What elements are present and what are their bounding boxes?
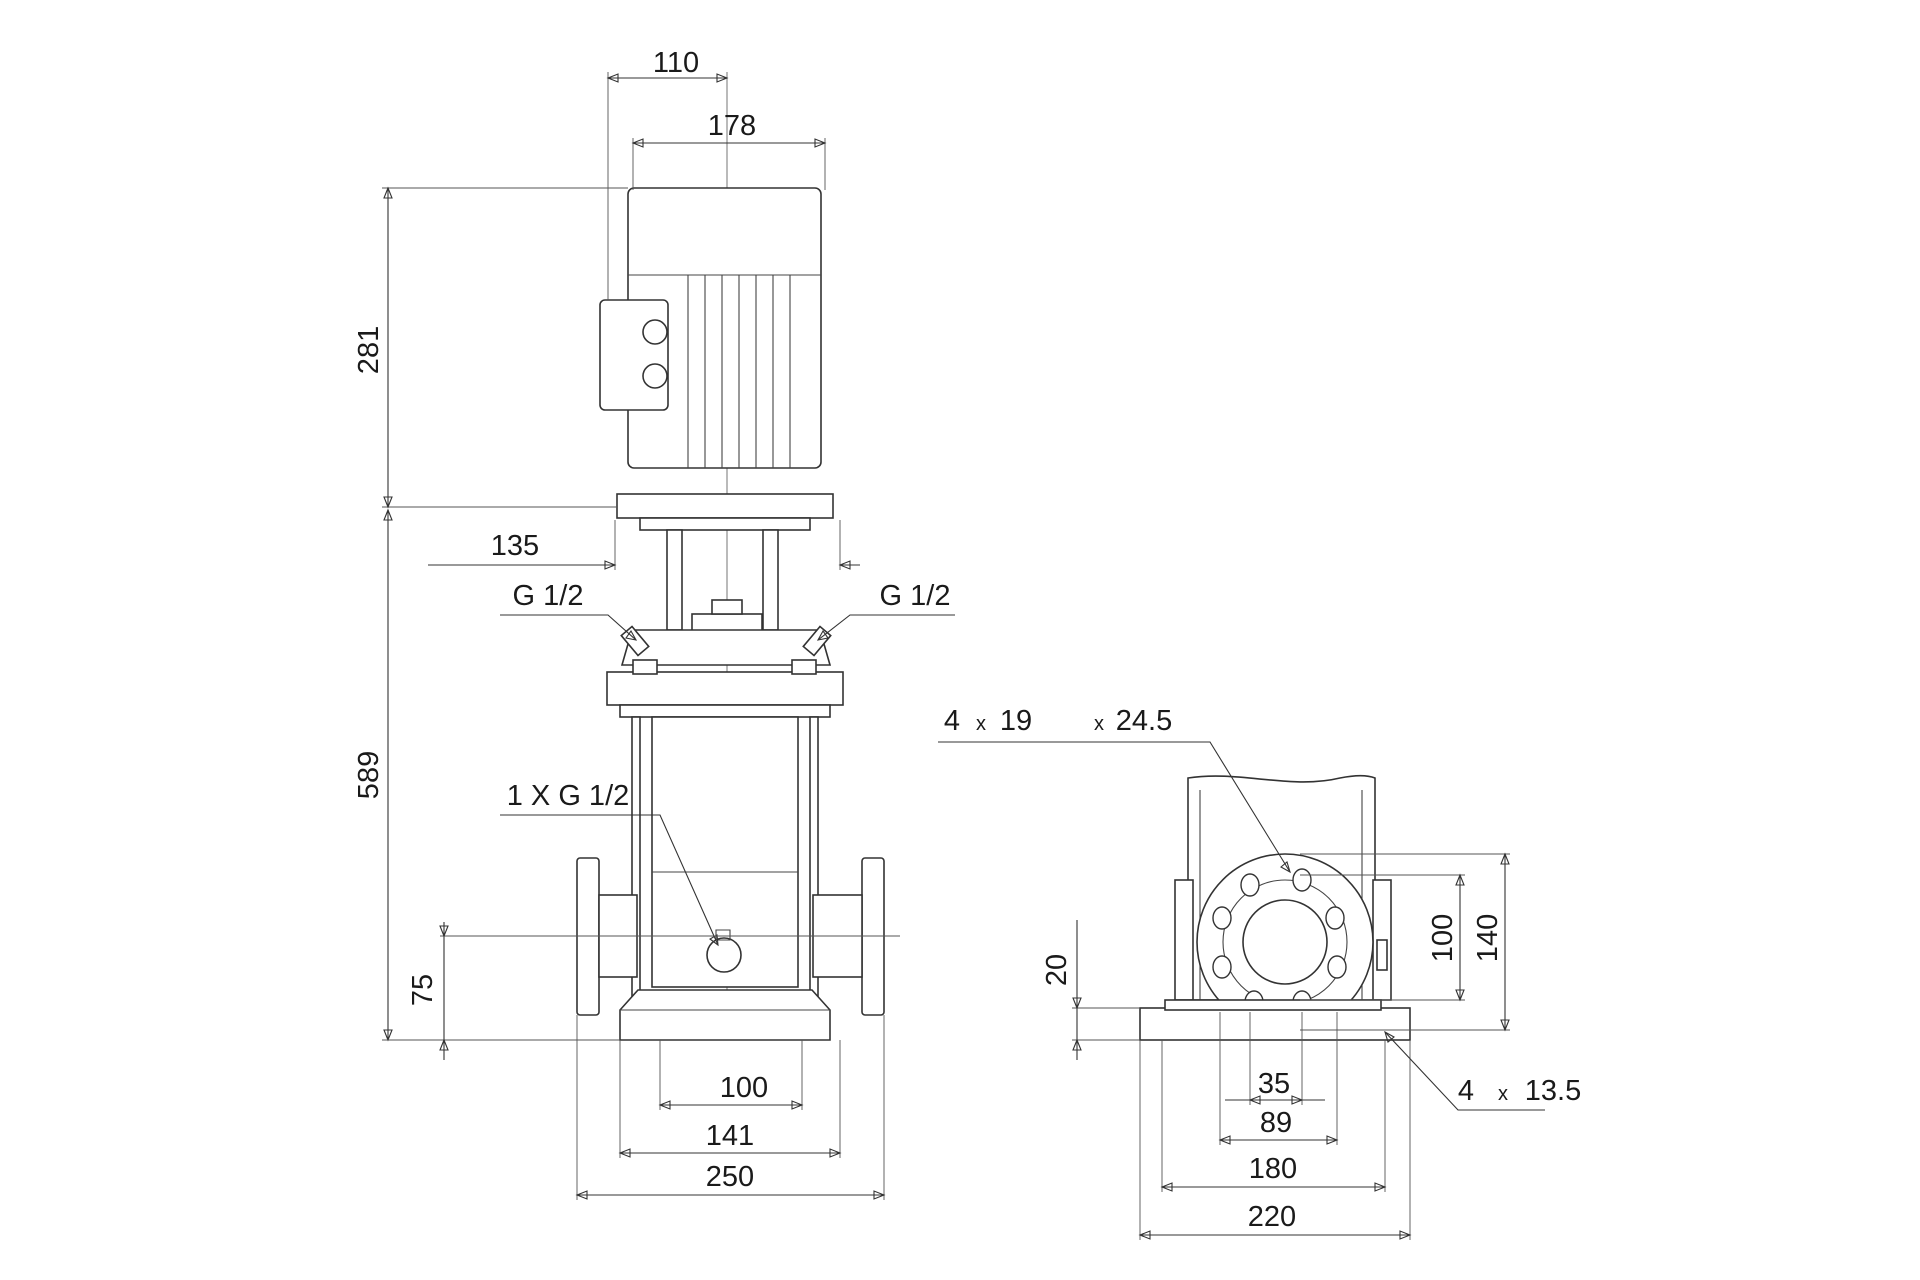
dim-75: 75 bbox=[407, 974, 439, 1006]
tie-bolt-nut-left bbox=[632, 659, 658, 675]
dim-250: 250 bbox=[706, 1161, 754, 1193]
label-flange-bolt-pcd: 24.5 bbox=[1116, 705, 1172, 737]
dim-35: 35 bbox=[1258, 1068, 1290, 1100]
motor-flange bbox=[616, 493, 834, 519]
label-flange-bolt-count: 4 bbox=[944, 705, 960, 737]
terminal-gland-1 bbox=[642, 319, 668, 345]
outlet-flange-right bbox=[812, 857, 885, 1016]
label-times-2: x bbox=[1094, 713, 1104, 735]
dim-589: 589 bbox=[353, 751, 385, 799]
flange-bolt-hole bbox=[1240, 873, 1260, 897]
flange-bolt-hole bbox=[1325, 906, 1345, 930]
label-times-1: x bbox=[976, 713, 986, 735]
label-vent-right: G 1/2 bbox=[880, 580, 951, 612]
dim-100-flange: 100 bbox=[1427, 914, 1459, 962]
flange-bolt-hole bbox=[1212, 955, 1232, 979]
label-vent-left: G 1/2 bbox=[513, 580, 584, 612]
dim-20: 20 bbox=[1041, 954, 1073, 986]
flange-bolt-hole bbox=[1292, 868, 1312, 892]
end-view: 4 x 19 x 24.5 140 100 20 35 bbox=[938, 705, 1581, 1240]
dim-281: 281 bbox=[353, 326, 385, 374]
end-view-base bbox=[1139, 1007, 1411, 1041]
tie-bolt-nut-right bbox=[791, 659, 817, 675]
label-drain-plug: 1 X G 1/2 bbox=[507, 780, 630, 812]
label-base-hole-dia: 13.5 bbox=[1525, 1075, 1581, 1107]
dim-220: 220 bbox=[1248, 1201, 1296, 1233]
coupling-stool bbox=[620, 529, 832, 666]
inlet-flange-left bbox=[576, 857, 638, 1016]
drain-plug bbox=[706, 937, 742, 973]
vent-plug-right bbox=[802, 625, 832, 657]
dim-140: 140 bbox=[1472, 914, 1504, 962]
dim-110: 110 bbox=[653, 47, 699, 79]
pump-head bbox=[620, 629, 832, 666]
motor-flange-lower bbox=[639, 517, 811, 531]
motor bbox=[599, 187, 822, 469]
terminal-box bbox=[599, 299, 669, 411]
dim-178: 178 bbox=[708, 110, 756, 142]
flange-bolt-hole bbox=[1327, 955, 1347, 979]
side-view: 110 178 281 589 135 G 1/2 G 1/2 1 X bbox=[353, 47, 955, 1200]
dim-135: 135 bbox=[491, 530, 539, 562]
flange-bore bbox=[1242, 899, 1328, 985]
label-flange-bolt-dia: 19 bbox=[1000, 705, 1032, 737]
flange-bolt-hole bbox=[1212, 906, 1232, 930]
dim-141: 141 bbox=[706, 1120, 754, 1152]
terminal-gland-2 bbox=[642, 363, 668, 389]
dim-100-base: 100 bbox=[720, 1072, 768, 1104]
label-base-hole-times: x bbox=[1498, 1083, 1508, 1105]
dim-180: 180 bbox=[1249, 1153, 1297, 1185]
dim-89: 89 bbox=[1260, 1107, 1292, 1139]
pump-base bbox=[619, 989, 831, 1041]
pump-head-plate bbox=[606, 671, 844, 706]
label-base-hole-count: 4 bbox=[1458, 1075, 1474, 1107]
